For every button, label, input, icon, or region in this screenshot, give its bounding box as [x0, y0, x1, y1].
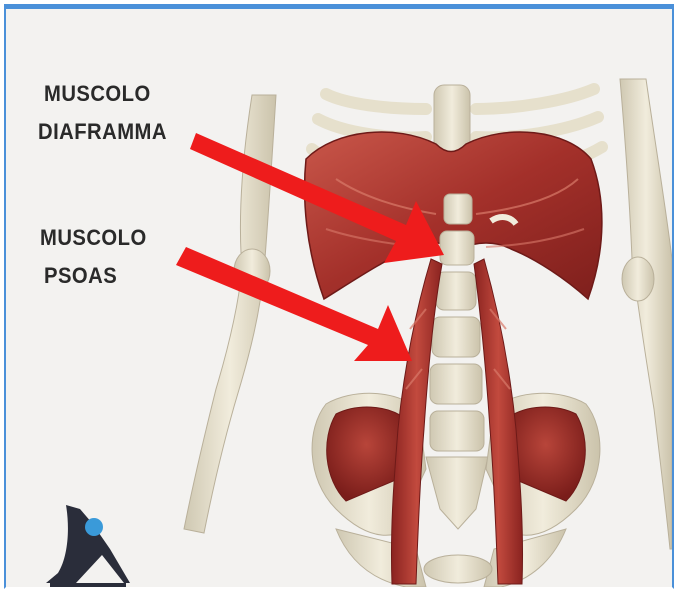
k-figure-logo-icon — [46, 505, 130, 589]
image-frame: MUSCOLO DIAFRAMMA MUSCOLO PSOAS — [4, 4, 674, 589]
diaphragm-label-line2: DIAFRAMMA — [38, 117, 167, 147]
right-arm-bones — [620, 79, 672, 549]
diaphragm-label-line1: MUSCOLO — [44, 79, 151, 109]
psoas-label-line2: PSOAS — [44, 261, 117, 291]
psoas-label-line1: MUSCOLO — [40, 223, 147, 253]
